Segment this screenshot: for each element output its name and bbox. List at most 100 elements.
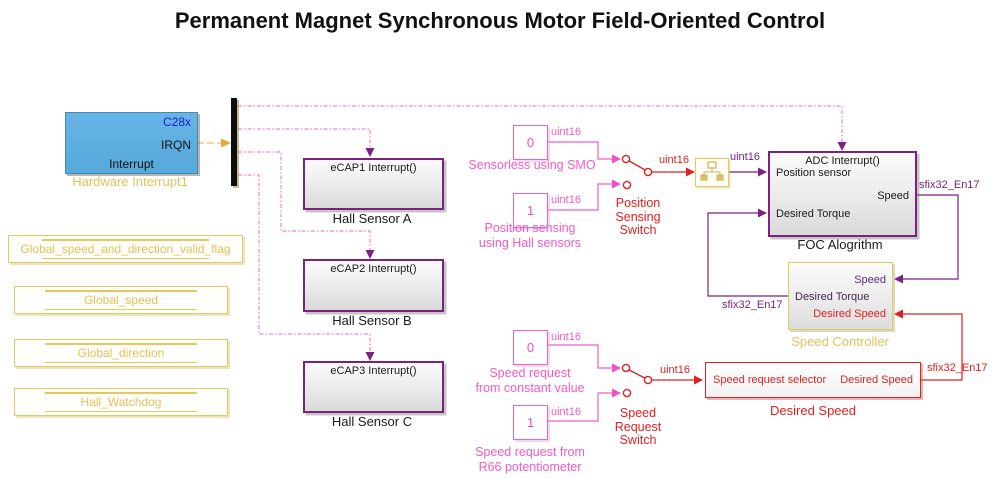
signal-type-label: uint16	[730, 151, 760, 163]
position-sensing-switch-label: Position Sensing Switch	[615, 196, 661, 237]
wire-controller-torque-to-foc[interactable]	[707, 208, 788, 297]
desired-torque-port: Desired Torque	[776, 208, 851, 220]
trigger-wire-hall-c[interactable]	[238, 174, 371, 353]
desired-speed-in-port: Desired Speed	[813, 308, 886, 320]
signal-type-label: sfix32_En17	[927, 362, 988, 374]
signal-type-label: uint16	[551, 331, 581, 343]
diagram-title: Permanent Magnet Synchronous Motor Field…	[174, 8, 826, 33]
arrowhead	[612, 154, 621, 164]
arrowhead	[612, 363, 621, 373]
data-store-hall-watchdog[interactable]: Hall_Watchdog	[14, 388, 228, 416]
data-store-global-speed[interactable]: Global_speed	[14, 286, 228, 314]
signal-type-label: sfix32_En17	[919, 179, 980, 191]
hall-sensor-c-label: Hall Sensor C	[331, 414, 413, 429]
foc-algorithm-block[interactable]: ADC Interrupt() Position sensor Desired …	[768, 151, 917, 237]
desired-speed-out-port: Desired Speed	[840, 374, 913, 386]
arrowhead	[894, 274, 903, 284]
hardware-interrupt-block[interactable]: C28x IRQN Interrupt	[65, 112, 198, 174]
ds-line	[44, 361, 198, 363]
position-sensing-switch-icon[interactable]	[621, 154, 653, 190]
arrowhead	[365, 250, 375, 259]
const-value: 1	[526, 203, 535, 218]
desired-torque-out-port: Desired Torque	[795, 291, 870, 303]
ds-line	[44, 343, 198, 345]
position-const-0[interactable]: 0	[513, 125, 548, 160]
wire-pos-const1-to-switch[interactable]	[548, 179, 621, 211]
wire-spd-switch-to-desired-speed[interactable]	[651, 375, 703, 385]
speed-controller-label: Speed Controller	[791, 334, 889, 349]
arrowhead	[365, 148, 375, 157]
arrowhead	[694, 375, 703, 385]
arrowhead	[686, 167, 695, 177]
hall-sensor-c-block[interactable]: eCAP3 Interrupt()	[303, 361, 444, 413]
trigger-wire-adc-interrupt[interactable]	[238, 105, 843, 143]
ds-line	[41, 239, 210, 241]
wire-converter-to-foc[interactable]	[727, 167, 767, 177]
irqn-port-label: IRQN	[161, 138, 191, 152]
ds-label: Hall_Watchdog	[80, 395, 162, 409]
desired-speed-block[interactable]: Speed request selector Desired Speed	[705, 362, 921, 398]
signal-type-label: uint16	[551, 194, 581, 206]
arrowhead	[837, 142, 847, 151]
ds-label: Global_speed	[83, 293, 159, 307]
ds-label: Global_direction	[77, 346, 165, 360]
ecap1-trigger-label: eCAP1 Interrupt()	[330, 162, 417, 174]
data-store-global-direction[interactable]: Global_direction	[14, 339, 228, 367]
wire-spd-const1-to-switch[interactable]	[548, 388, 621, 422]
ds-line	[44, 410, 198, 412]
data-store-global-valid-flag[interactable]: Global_speed_and_direction_valid_flag	[8, 235, 243, 263]
position-const-1[interactable]: 1	[513, 193, 548, 228]
speed-request-switch-icon[interactable]	[621, 363, 653, 398]
wire-spd-const0-to-switch[interactable]	[548, 344, 621, 373]
const-value: 0	[526, 135, 535, 150]
annotation-position-sensing: Position sensing using Hall sensors	[478, 221, 582, 250]
signal-type-label: uint16	[659, 154, 689, 166]
hardware-interrupt-label: Hardware Interrupt1	[72, 174, 188, 189]
wire-foc-speed-to-controller[interactable]	[894, 194, 959, 284]
ecap3-trigger-label: eCAP3 Interrupt()	[330, 365, 417, 377]
arrowhead	[758, 167, 767, 177]
speed-const-1[interactable]: 1	[513, 405, 548, 440]
converter-block[interactable]	[695, 158, 729, 187]
converter-icon	[700, 161, 724, 181]
speed-request-switch-label: Speed Request Switch	[614, 406, 662, 447]
arrowhead	[612, 388, 621, 398]
const-value: 1	[526, 415, 535, 430]
adc-trigger-label: ADC Interrupt()	[805, 155, 880, 167]
hall-sensor-a-label: Hall Sensor A	[332, 211, 412, 226]
trigger-wire-hall-a[interactable]	[238, 128, 371, 149]
ds-line	[44, 290, 198, 292]
signal-type-label: uint16	[660, 364, 690, 376]
speed-controller-block[interactable]: Speed Desired Torque Desired Speed	[788, 262, 893, 330]
trigger-wire-hall-b[interactable]	[238, 151, 371, 251]
ds-label: Global_speed_and_direction_valid_flag	[20, 242, 231, 256]
signal-type-label: uint16	[551, 406, 581, 418]
hall-sensor-b-block[interactable]: eCAP2 Interrupt()	[303, 259, 444, 312]
desired-speed-label: Desired Speed	[770, 403, 856, 418]
signal-type-label: uint16	[551, 126, 581, 138]
hall-sensor-a-block[interactable]: eCAP1 Interrupt()	[303, 158, 444, 210]
wire-desired-speed-to-controller[interactable]	[894, 309, 963, 381]
foc-algorithm-label: FOC Alogrithm	[797, 237, 883, 252]
speed-const-0[interactable]: 0	[513, 330, 548, 365]
position-sensor-port: Position sensor	[776, 167, 852, 179]
ds-line	[44, 392, 198, 394]
interrupt-demux-bar[interactable]	[231, 98, 237, 186]
const-value: 0	[526, 340, 535, 355]
wire-irqn-to-bar[interactable]	[197, 138, 231, 148]
arrowhead	[612, 179, 621, 189]
hall-sensor-b-label: Hall Sensor B	[332, 313, 412, 328]
arrowhead	[894, 309, 903, 319]
ecap2-trigger-label: eCAP2 Interrupt()	[330, 263, 417, 275]
arrowhead	[758, 208, 767, 218]
arrowhead	[365, 352, 375, 361]
chip-label: C28x	[162, 115, 191, 129]
annotation-sensorless-smo: Sensorless using SMO	[468, 158, 596, 172]
wire-pos-const0-to-switch[interactable]	[548, 141, 621, 164]
arrowhead	[221, 138, 231, 148]
ds-line	[41, 257, 210, 259]
wire-pos-switch-to-converter[interactable]	[651, 167, 695, 177]
interrupt-port-label: Interrupt	[109, 157, 154, 171]
